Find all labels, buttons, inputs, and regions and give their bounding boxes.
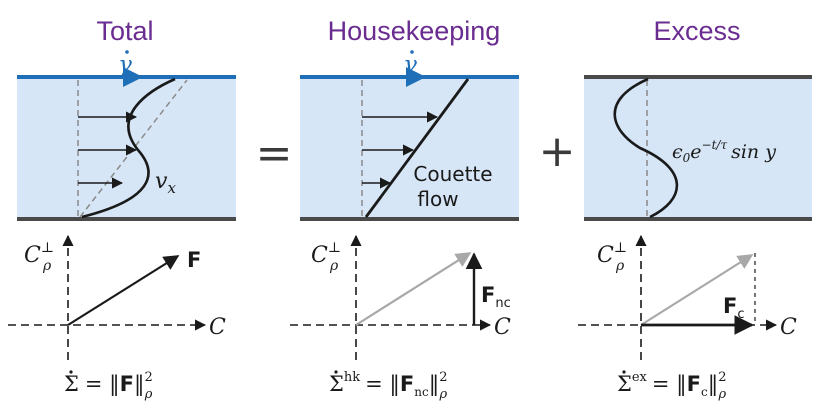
total-title: Total [96, 16, 153, 46]
total-shear-rate-label: γ [118, 52, 132, 78]
excess-x-axis-label: C [780, 315, 797, 340]
excess-channel [584, 75, 812, 221]
equals-sign: = [256, 128, 293, 179]
housekeeping-x-axis-label: C [494, 315, 511, 340]
couette-profile [364, 78, 470, 218]
excess-title: Excess [653, 16, 740, 46]
plus-sign: + [539, 126, 576, 177]
total-x-axis-label: C [209, 315, 226, 340]
excess-entropy-dot [622, 370, 626, 374]
total-force-diagram [8, 234, 207, 360]
excess-y-axis-label: C⊥ρ [597, 240, 627, 274]
excess-total-projection [640, 254, 754, 326]
housekeeping-force-diagram [290, 234, 492, 360]
housekeeping-shear-rate-label: γ [403, 52, 417, 78]
excess-sine-profile [613, 77, 679, 219]
housekeeping-shear-dot [410, 50, 414, 54]
excess-force-diagram [578, 234, 778, 360]
housekeeping-y-axis-label: C⊥ρ [311, 240, 341, 274]
excess-channel-fill [584, 77, 812, 219]
housekeeping-total-projection [355, 252, 472, 326]
housekeeping-title: Housekeeping [328, 16, 501, 46]
total-couette-guide [79, 79, 188, 218]
excess-force-label: Fc [723, 294, 745, 322]
total-shear-dot [125, 50, 129, 54]
couette-flow-label-2: flow [417, 187, 458, 211]
housekeeping-channel [300, 67, 519, 221]
total-y-axis-label: C⊥ρ [24, 240, 54, 274]
total-channel-fill [17, 77, 236, 219]
couette-flow-label: Couette [413, 162, 492, 186]
total-entropy-dot [69, 370, 73, 374]
total-velocity-profile [81, 77, 176, 219]
housekeeping-channel-fill [300, 77, 519, 219]
housekeeping-force-label: Fnc [481, 283, 511, 311]
housekeeping-entropy-dot [334, 370, 338, 374]
total-force-vector [67, 255, 180, 326]
total-channel [17, 67, 236, 221]
total-force-label: F [187, 248, 201, 272]
velocity-label: vx [155, 169, 176, 197]
